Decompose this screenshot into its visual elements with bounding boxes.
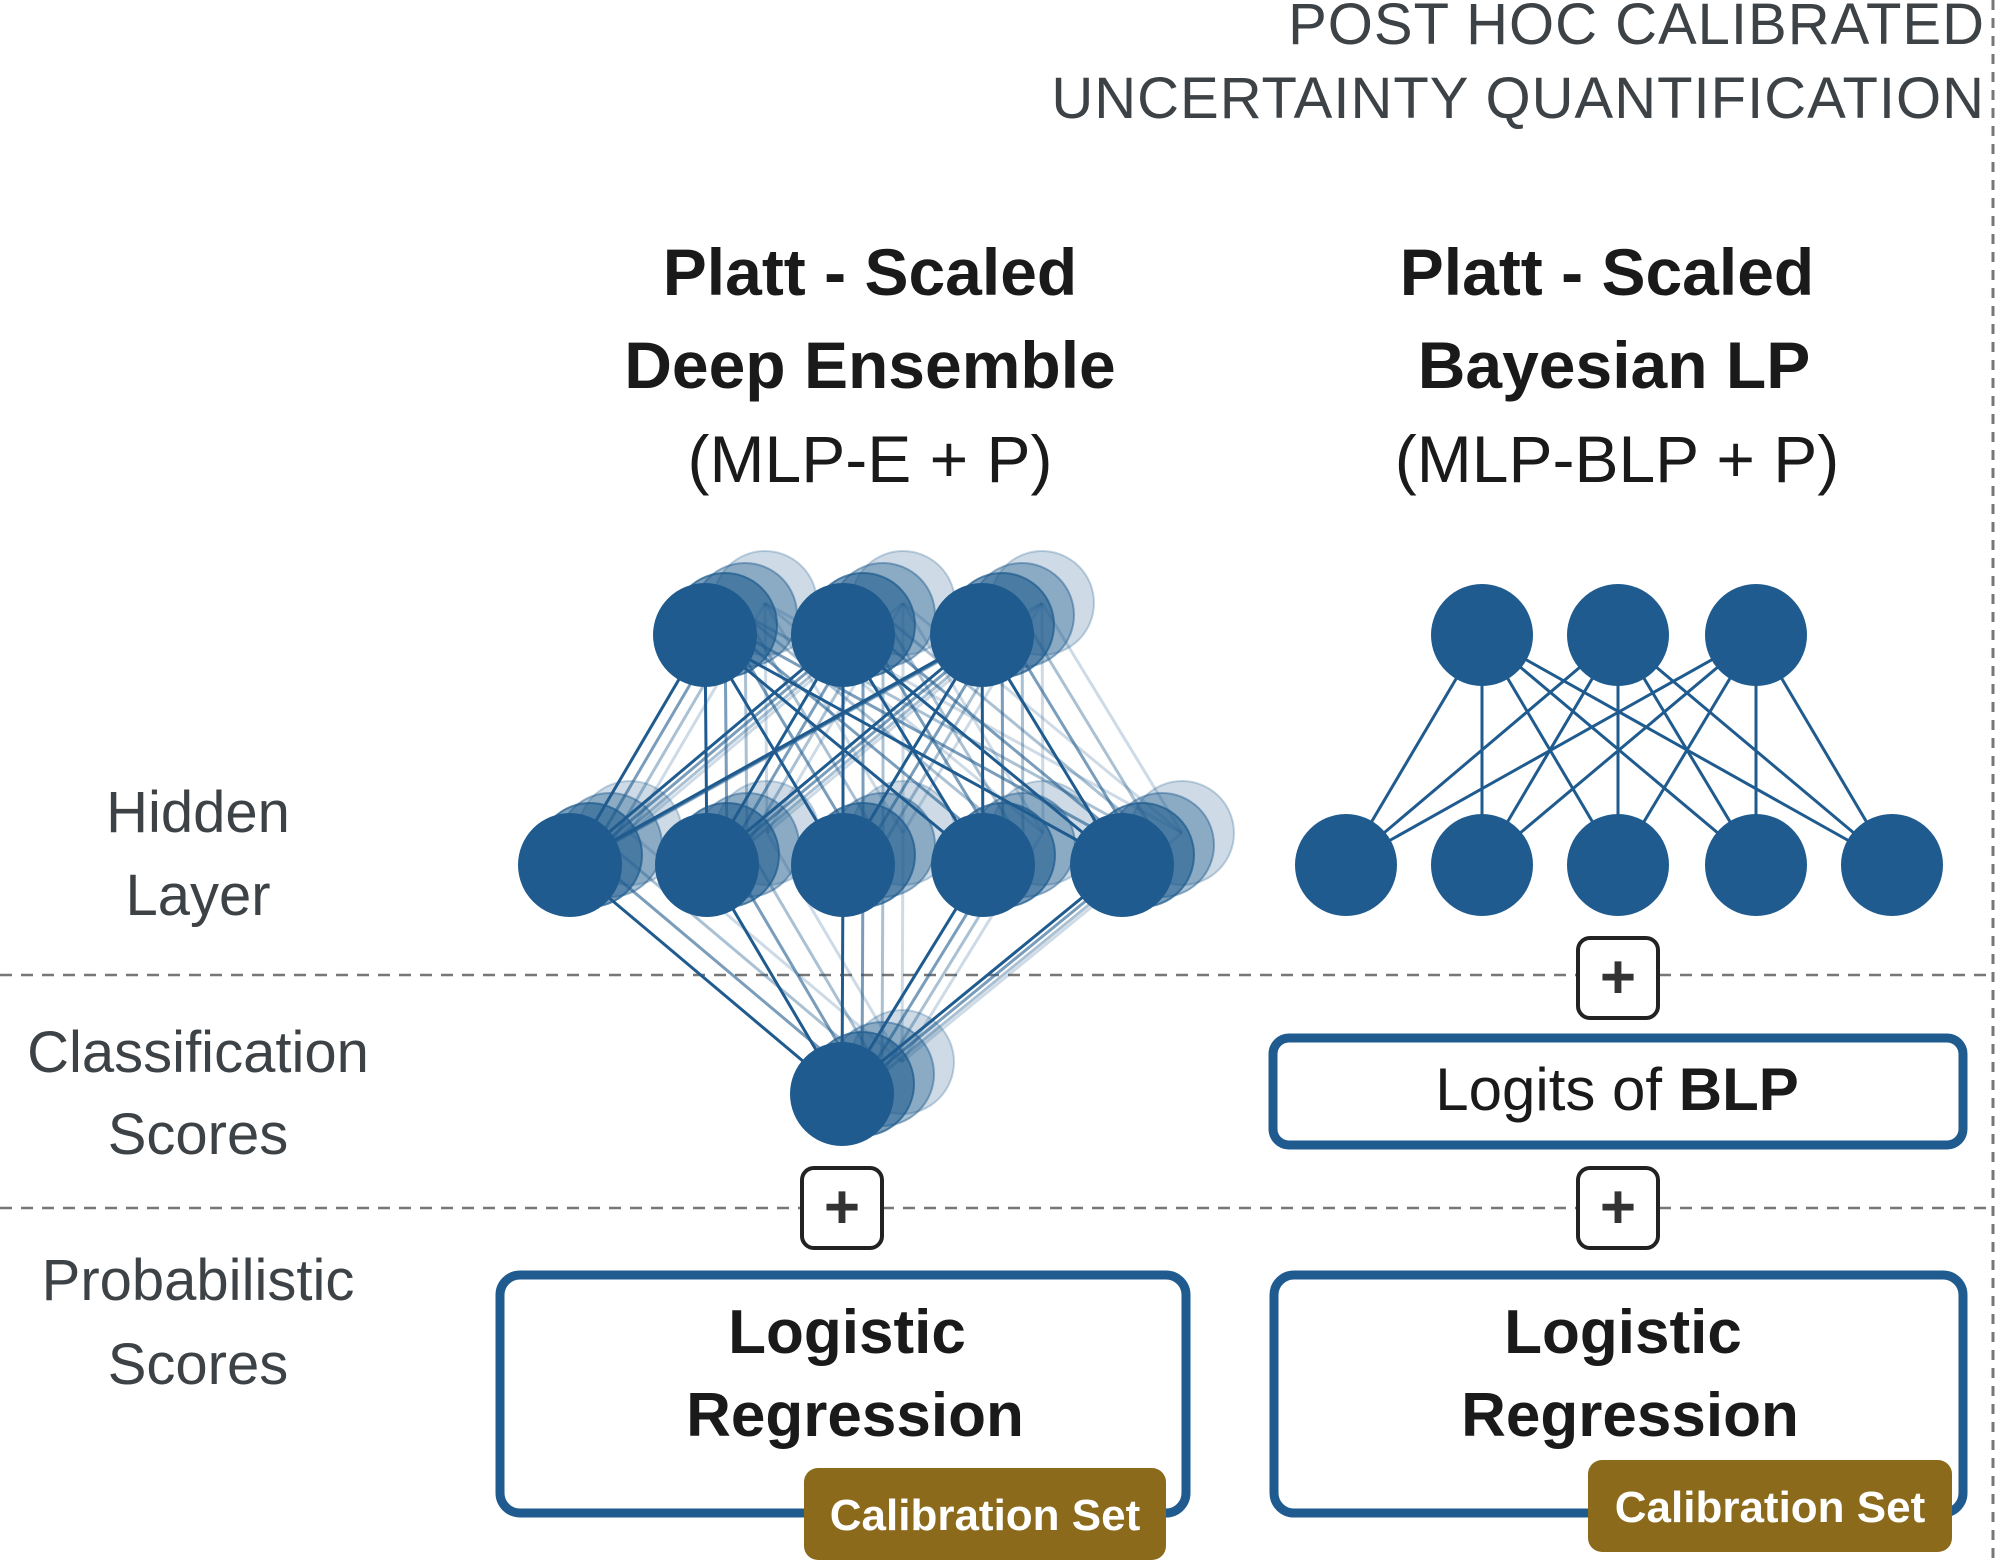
network-edge [1345,633,1619,867]
network-edge [1345,633,1757,867]
row-label-hidden-2: Layer [125,863,270,928]
network-node [653,583,757,687]
network-edge [882,613,1163,847]
right-box-line-1: Logistic [1504,1298,1742,1367]
network-node [1705,584,1807,686]
header-line-2: UNCERTAINTY QUANTIFICATION [1051,66,1985,131]
logits-prefix: Logits of [1435,1056,1679,1123]
right-calibration-label: Calibration Set [1615,1483,1926,1532]
network-node [790,1042,894,1146]
network-edge [609,843,883,1076]
network-node [791,583,895,687]
ensemble-main-network [518,583,1174,1146]
network-node [791,813,895,917]
left-box-line-1: Logistic [728,1298,966,1367]
network-edge [569,863,843,1096]
left-box-line-2: Regression [686,1381,1024,1450]
row-label-classification-2: Scores [108,1102,289,1167]
logits-box [1268,1033,1968,1150]
left-title-line-2: Deep Ensemble [624,328,1116,402]
logits-bold: BLP [1679,1056,1799,1123]
network-node [655,813,759,917]
left-calibration-badge [804,1468,1166,1560]
network-node [1295,814,1397,916]
right-title-line-2: Bayesian LP [1418,328,1811,402]
network-edge [765,832,904,1063]
plus-icon: + [1600,1173,1636,1242]
left-calibration-label: Calibration Set [830,1491,1141,1540]
network-edge [744,613,1024,847]
network-edge [841,863,1123,1096]
left-subtitle: (MLP-E + P) [688,422,1053,496]
network-node [1567,584,1669,686]
right-box-line-2: Regression [1461,1381,1799,1450]
network-edge [569,633,844,867]
plus-icon: + [824,1173,860,1242]
network-edge [589,853,863,1086]
network-edge [569,633,983,867]
network-node [1567,814,1669,916]
network-node [1705,814,1807,916]
logits-label: Logits of BLP [1435,1056,1799,1123]
network-node [1841,814,1943,916]
network-node [930,583,1034,687]
plus-box-right-top: + [1576,936,1660,1020]
header-line-1: POST HOC CALIBRATED [1288,0,1985,57]
plus-icon: + [1600,943,1636,1012]
network-edge [706,633,983,867]
network-node [1431,814,1533,916]
plus-box-right-bottom: + [1576,1166,1660,1250]
right-calibration-badge [1588,1460,1952,1552]
blp-network [1295,584,1943,916]
network-edge [1481,633,1757,867]
network-node [1070,813,1174,917]
network-node [518,813,622,917]
network-edge [1040,602,1184,834]
network-node [1431,584,1533,686]
row-label-probabilistic-2: Scores [108,1332,289,1397]
row-label-probabilistic-1: Probabilistic [42,1248,355,1313]
plus-box-left-bottom: + [800,1166,884,1250]
row-label-classification-1: Classification [27,1020,369,1085]
row-label-hidden-1: Hidden [106,780,290,845]
right-title-line-1: Platt - Scaled [1400,235,1814,309]
left-title-line-1: Platt - Scaled [663,235,1077,309]
network-edge [901,602,1045,834]
right-subtitle: (MLP-BLP + P) [1395,422,1839,496]
network-node [931,813,1035,917]
